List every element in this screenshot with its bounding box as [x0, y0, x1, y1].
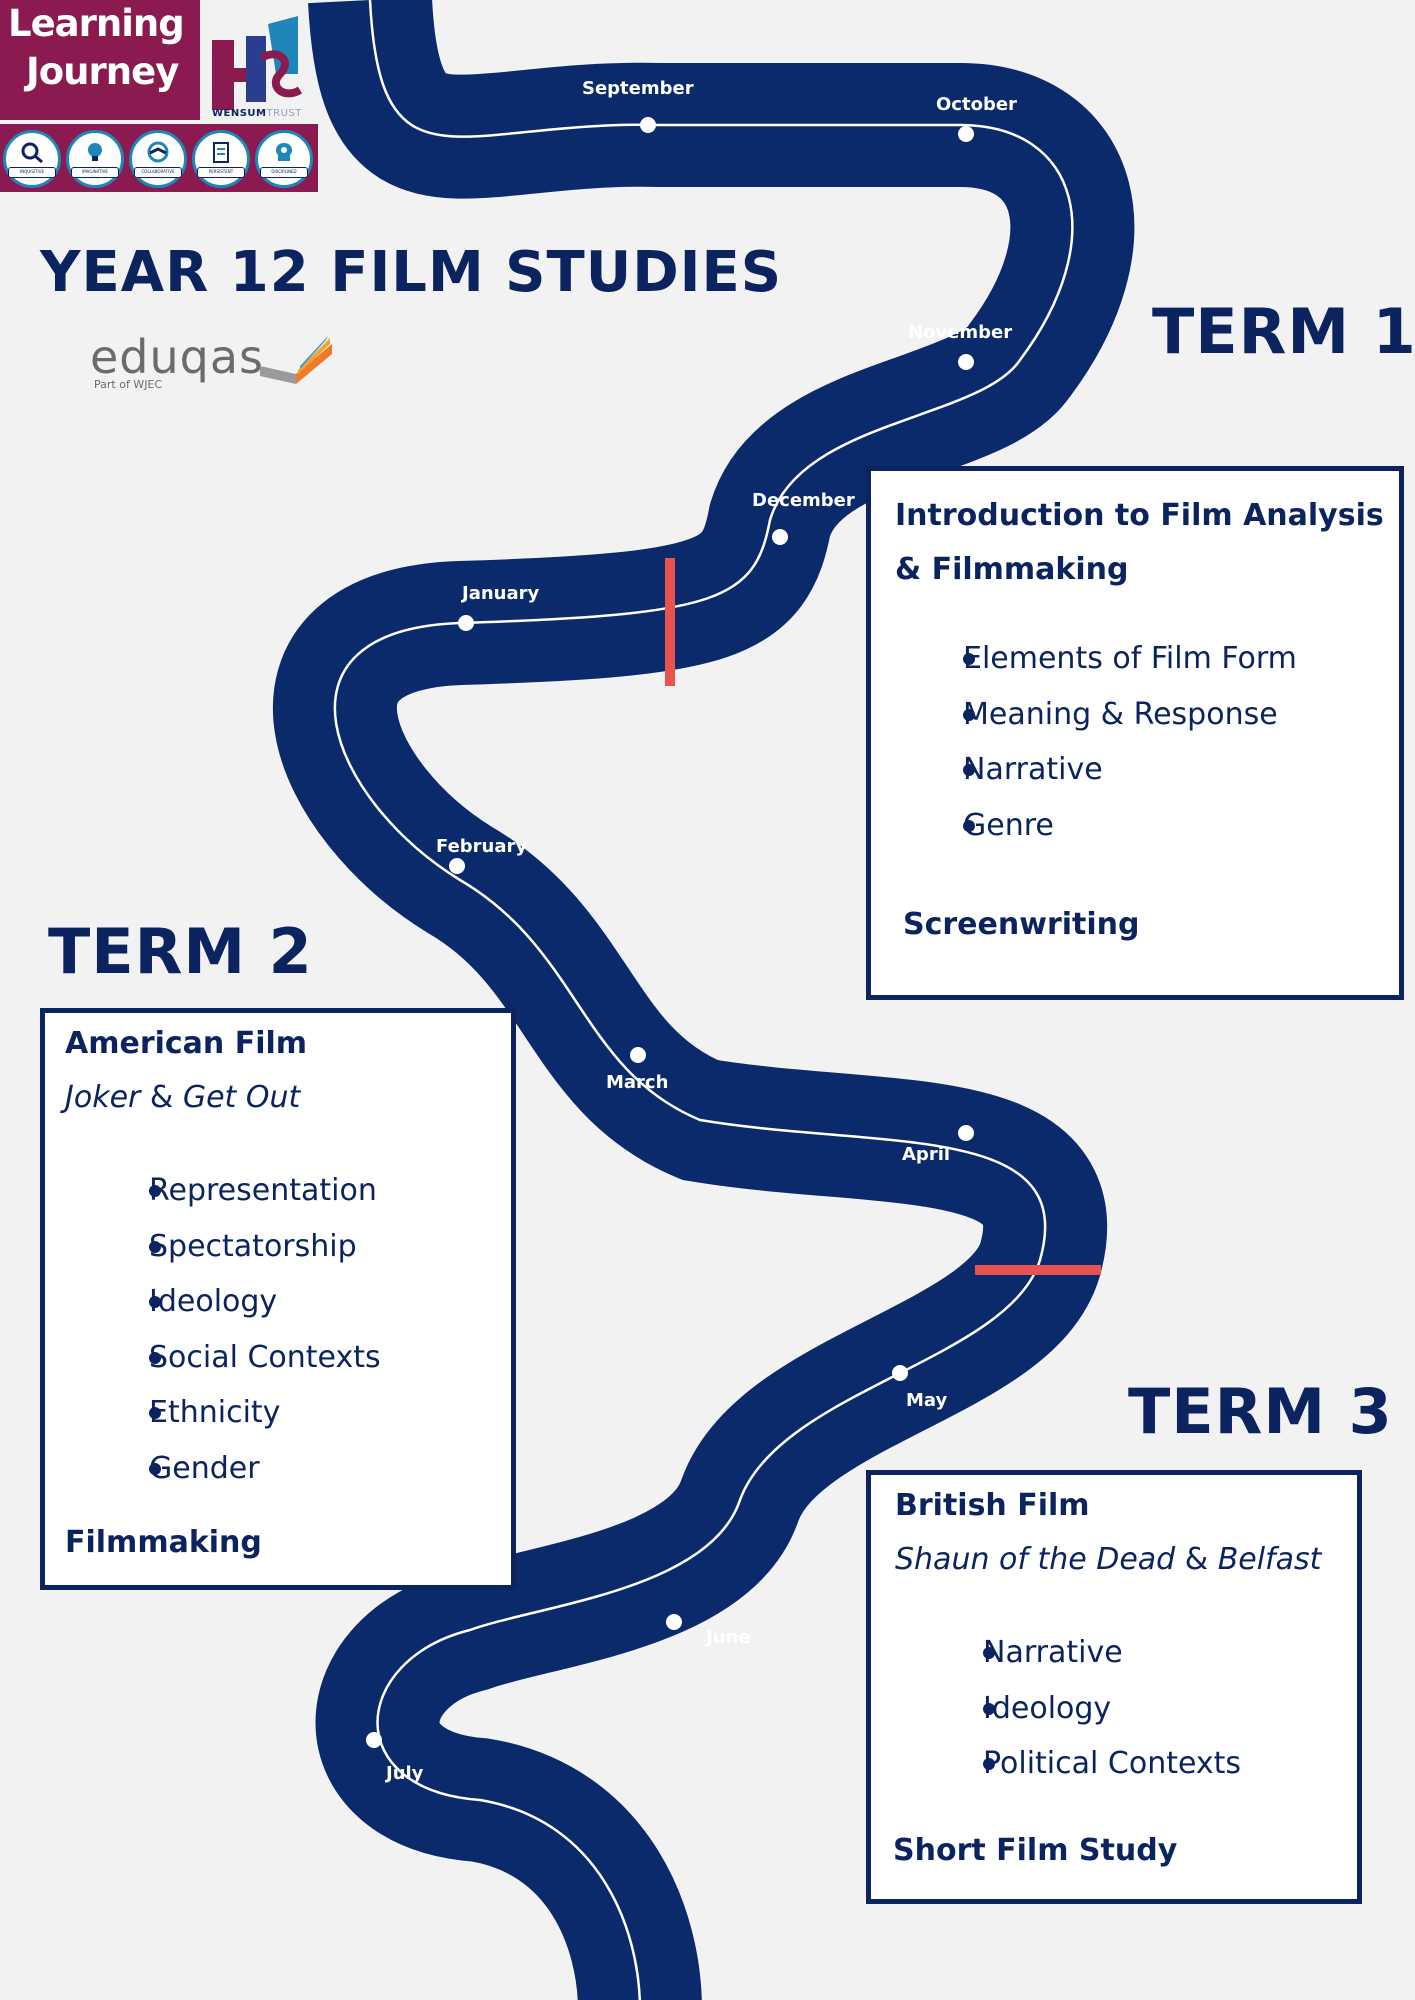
month-marker-january	[458, 615, 474, 631]
list-item: Representation	[109, 1163, 381, 1219]
month-marker-october	[958, 126, 974, 142]
term-2-heading: TERM 2	[48, 915, 313, 988]
month-marker-march	[630, 1047, 646, 1063]
learning-journey-logo: Learning Journey	[0, 0, 200, 120]
list-item: Social Contexts	[109, 1330, 381, 1386]
list-item: Meaning & Response	[911, 687, 1297, 743]
open-book-icon	[260, 336, 332, 384]
month-label-november: November	[908, 322, 1013, 343]
term-1-topic-list: Elements of Film Form Meaning & Response…	[911, 631, 1297, 853]
month-marker-may	[892, 1365, 908, 1381]
exam-board-tagline: Part of WJEC	[94, 378, 163, 391]
clipboard-icon: PERSISTENT	[192, 130, 250, 188]
exam-board-name: eduqas	[90, 330, 265, 384]
term-1-box: Introduction to Film Analysis & Filmmaki…	[866, 466, 1404, 1000]
term-2-title: American Film	[65, 1026, 308, 1061]
term-3-box: British Film Shaun of the Dead & Belfast…	[866, 1470, 1362, 1904]
term-3-films: Shaun of the Dead & Belfast	[895, 1533, 1321, 1587]
film-joiner: &	[1175, 1542, 1218, 1577]
month-marker-february	[449, 858, 465, 874]
term-1-title-line-2: & Filmmaking	[895, 552, 1129, 587]
list-item: Political Contexts	[941, 1736, 1241, 1792]
trust-name: WENSUMTRUST	[212, 108, 302, 119]
term-2-box: American Film Joker & Get Out Representa…	[40, 1008, 516, 1590]
term-1-heading: TERM 1	[1152, 295, 1415, 368]
school-trust-logo	[212, 16, 303, 110]
month-label-october: October	[936, 94, 1017, 115]
value-label-persistent: PERSISTENT	[197, 167, 245, 178]
list-item: Narrative	[911, 742, 1297, 798]
list-item: Ideology	[941, 1681, 1241, 1737]
month-label-december: December	[752, 490, 855, 511]
term-divider-1	[665, 558, 675, 686]
month-label-january: January	[462, 583, 540, 604]
month-label-february: February	[436, 836, 528, 857]
handshake-icon: COLLABORATIVE	[129, 130, 187, 188]
list-item: Narrative	[941, 1625, 1241, 1681]
trust-name-word: WENSUM	[212, 108, 267, 119]
value-label-inquisitive: INQUISITIVE	[8, 167, 56, 178]
film-title: Shaun of the Dead	[895, 1542, 1176, 1577]
road-centre-line	[333, 0, 1074, 2000]
term-3-topic-list: Narrative Ideology Political Contexts	[941, 1625, 1241, 1792]
trust-suffix: TRUST	[266, 108, 302, 119]
term-divider-2	[975, 1265, 1101, 1275]
term-2-footer: Filmmaking	[65, 1525, 262, 1560]
term-2-films: Joker & Get Out	[65, 1071, 307, 1125]
term-1-footer: Screenwriting	[903, 907, 1140, 942]
magnifier-icon: INQUISITIVE	[3, 130, 61, 188]
list-item: Ethnicity	[109, 1385, 381, 1441]
value-label-imaginative: IMAGINATIVE	[71, 167, 119, 178]
month-marker-december	[772, 529, 788, 545]
month-label-april: April	[902, 1144, 951, 1165]
film-title: Get Out	[182, 1080, 301, 1115]
term-3-title: British Film	[895, 1488, 1090, 1523]
value-label-collaborative: COLLABORATIVE	[134, 167, 182, 178]
month-marker-july	[366, 1732, 382, 1748]
month-label-july: July	[386, 1763, 424, 1784]
term-3-footer: Short Film Study	[893, 1833, 1178, 1868]
term-3-heading: TERM 3	[1128, 1375, 1393, 1448]
month-marker-september	[640, 117, 656, 133]
month-label-may: May	[906, 1390, 948, 1411]
list-item: Ideology	[109, 1274, 381, 1330]
month-label-september: September	[582, 78, 694, 99]
list-item: Genre	[911, 798, 1297, 854]
film-joiner: &	[140, 1080, 183, 1115]
list-item: Spectatorship	[109, 1219, 381, 1275]
head-gear-icon: DISCIPLINED	[255, 130, 313, 188]
page-title: YEAR 12 FILM STUDIES	[40, 240, 783, 305]
month-label-march: March	[606, 1072, 669, 1093]
logo-line-2: Journey	[26, 50, 179, 93]
logo-line-1: Learning	[8, 2, 185, 45]
term-1-title-line-1: Introduction to Film Analysis	[895, 498, 1384, 533]
list-item: Gender	[109, 1441, 381, 1497]
term-2-topic-list: Representation Spectatorship Ideology So…	[109, 1163, 381, 1496]
month-marker-april	[958, 1125, 974, 1141]
list-item: Elements of Film Form	[911, 631, 1297, 687]
month-marker-november	[958, 354, 974, 370]
lightbulb-icon: IMAGINATIVE	[66, 130, 124, 188]
exam-board-logo: eduqas Part of WJEC	[90, 330, 265, 391]
value-label-disciplined: DISCIPLINED	[260, 167, 308, 178]
month-marker-june	[666, 1614, 682, 1630]
film-title: Joker	[65, 1080, 141, 1115]
month-label-june: June	[706, 1627, 751, 1648]
film-title: Belfast	[1217, 1542, 1322, 1577]
